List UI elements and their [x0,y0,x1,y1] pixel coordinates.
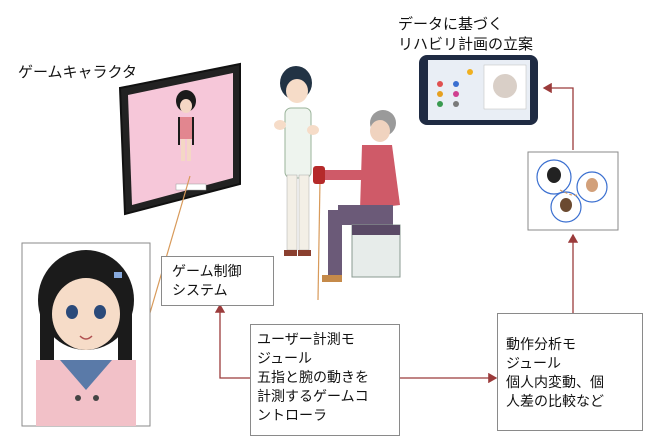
game-control-box: ゲーム制御 システム [161,256,274,306]
game-control-text: ゲーム制御 システム [172,264,242,299]
arrow-to-tablet [542,82,574,150]
seated-woman-illustration [313,110,401,282]
user-measure-text: ユーザー計測モ ジュール 五指と腕の動きを 計測するゲームコ ントローラ [257,332,369,424]
motion-analysis-text: 動作分析モ ジュール 個人内変動、個 人差の比較など [506,337,604,410]
game-character-label: ゲームキャラクタ [18,63,137,81]
leader-line-tv [144,175,191,331]
analysis-group [527,151,619,231]
user-measure-box: ユーザー計測モ ジュール 五指と腕の動きを 計測するゲームコ ントローラ [250,324,400,436]
arrow-to-game-control [214,303,250,379]
anime-character-illustration [21,242,151,427]
tablet [419,55,538,125]
rehab-plan-label: データに基づく リハビリ計画の立案 [398,15,534,53]
motion-analysis-box: 動作分析モ ジュール 個人内変動、個 人差の比較など [497,313,643,431]
leader-line-controller [317,179,321,301]
tv-monitor [118,62,241,216]
standing-girl-illustration [274,66,319,256]
